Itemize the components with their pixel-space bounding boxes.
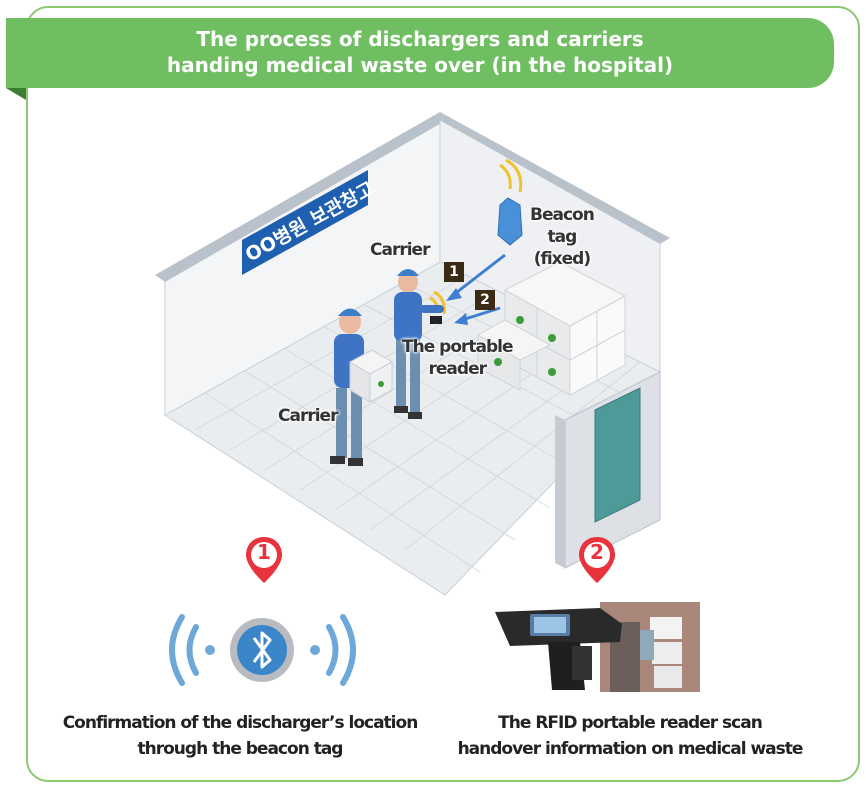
label-carrier-top: Carrier	[370, 240, 430, 260]
carrier-figure-back	[394, 269, 444, 419]
map-pin-icon	[246, 537, 282, 583]
beacon-tag	[497, 197, 523, 246]
beacon-label-line-3: (fixed)	[533, 249, 591, 269]
step-marker-2: 2	[475, 290, 495, 310]
title-ribbon	[6, 18, 834, 88]
step-1-caption: Confirmation of the discharger’s locatio…	[40, 710, 440, 762]
map-pin-icon	[579, 537, 615, 583]
waste-box-stack	[476, 261, 627, 396]
title-line-1: The process of dischargers and carriers	[196, 27, 644, 51]
room-sign-plate	[242, 170, 368, 275]
front-wall-side	[555, 415, 565, 568]
label-carrier-bottom: Carrier	[278, 406, 338, 426]
label-portable-reader: The portable reader	[402, 336, 514, 380]
step-2-caption-line-1: The RFID portable reader scan	[498, 713, 763, 733]
bluetooth-icon	[169, 614, 356, 686]
title-line-2: handing medical waste over (in the hospi…	[166, 53, 674, 77]
step-pin-2-number: 2	[590, 540, 604, 564]
step-pin-2: 2	[577, 535, 617, 585]
carrier-figure-front	[330, 308, 394, 466]
step-2-caption-line-2: handover information on medical waste	[457, 739, 804, 759]
beacon-label-line-2: tag	[547, 227, 578, 247]
step-pin-1-number: 1	[257, 540, 271, 564]
storage-room-illustration: OO병원 보관창고	[155, 112, 670, 596]
right-wall-top	[440, 112, 670, 244]
step-1-caption-line-1: Confirmation of the discharger’s locatio…	[62, 713, 419, 733]
label-beacon-tag: Beacon tag (fixed)	[530, 204, 595, 270]
beacon-signal-icon	[499, 158, 523, 193]
diagram-frame	[26, 6, 860, 782]
ribbon-fold	[6, 88, 26, 100]
step-marker-1: 1	[444, 262, 464, 282]
left-wall-top	[155, 112, 450, 282]
diagram-title: The process of dischargers and carriers …	[6, 26, 834, 78]
beacon-label-line-1: Beacon	[530, 205, 595, 225]
reader-label-line-2: reader	[428, 359, 487, 379]
step-2-caption: The RFID portable reader scan handover i…	[420, 710, 840, 762]
storage-door	[594, 387, 641, 523]
rfid-reader-photo	[490, 602, 700, 692]
step-pin-1: 1	[244, 535, 284, 585]
reader-label-line-1: The portable	[402, 337, 514, 357]
step-1-caption-line-2: through the beacon tag	[137, 739, 344, 759]
